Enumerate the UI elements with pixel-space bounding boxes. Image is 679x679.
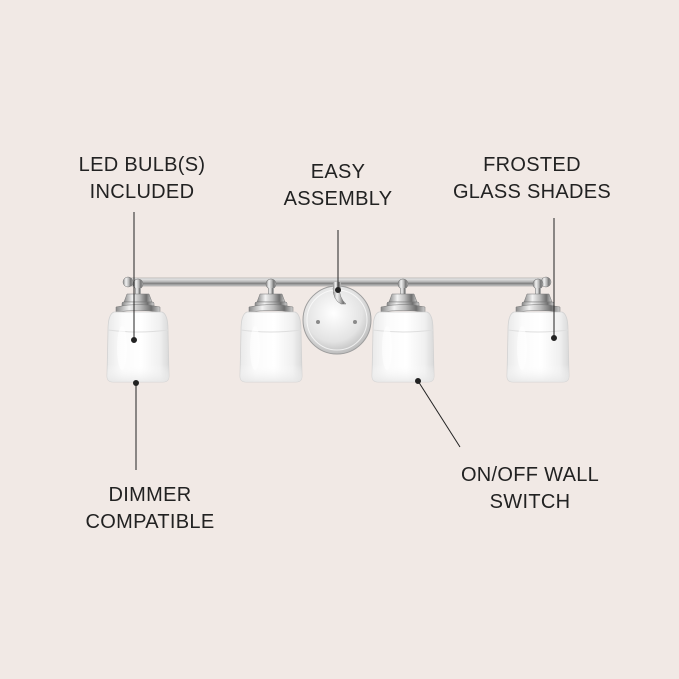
callout-switch-line1: ON/OFF WALL — [460, 464, 600, 486]
callout-easy-line2: ASSEMBLY — [283, 188, 393, 210]
callout-dimmer-line1: DIMMER — [108, 484, 192, 506]
callout-led-line1: LED BULB(S) — [78, 154, 206, 176]
callout-dimmer-line2: COMPATIBLE — [85, 511, 215, 533]
glass-shade-2 — [239, 278, 303, 383]
callout-easy-line1: EASY — [310, 161, 366, 183]
callout-frosted-glass: FROSTED GLASS SHADES — [432, 152, 632, 206]
glass-shade-1 — [106, 278, 170, 383]
callout-led-bulbs: LED BULB(S) INCLUDED — [62, 152, 222, 206]
leader-line-switch — [417, 380, 461, 448]
glass-shade-4 — [506, 278, 570, 383]
glass-shade-3 — [371, 278, 435, 383]
callout-easy-assembly: EASY ASSEMBLY — [258, 159, 418, 213]
wall-backplate — [302, 282, 372, 355]
callout-frosted-line2: GLASS SHADES — [452, 181, 612, 203]
callout-frosted-line1: FROSTED — [483, 154, 581, 176]
callout-dimmer: DIMMER COMPATIBLE — [60, 482, 240, 536]
callout-switch-line2: SWITCH — [489, 491, 571, 513]
callout-wall-switch: ON/OFF WALL SWITCH — [430, 462, 630, 516]
callout-led-line2: INCLUDED — [89, 181, 195, 203]
